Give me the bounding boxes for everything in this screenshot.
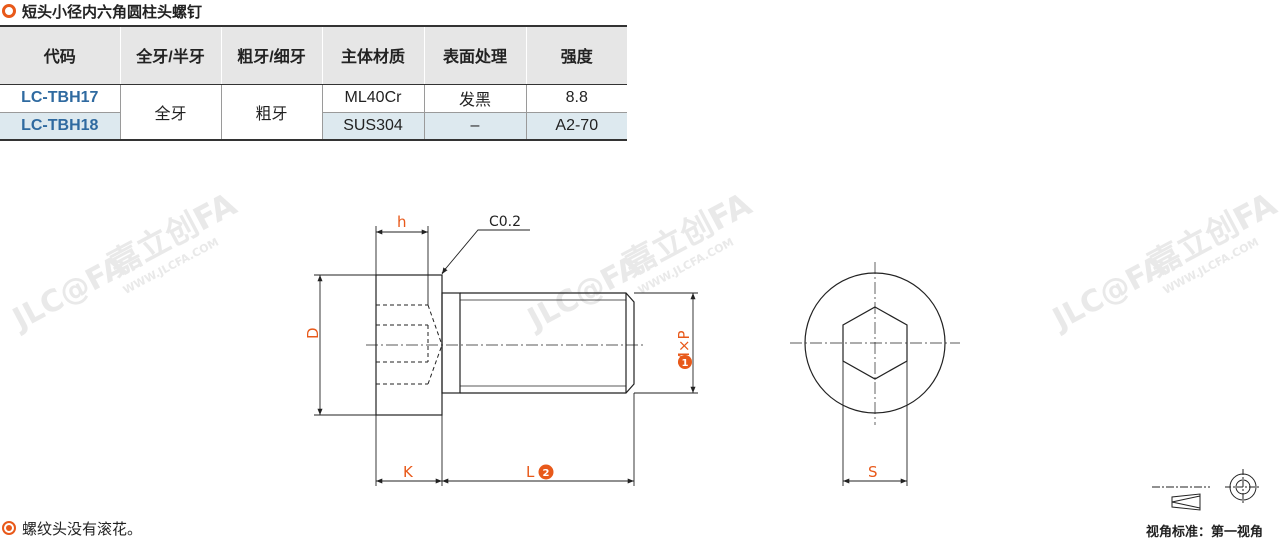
neck <box>441 292 461 394</box>
view-standard-label: 视角标准：第一视角 <box>1146 524 1264 539</box>
header-code: 代码 <box>0 25 121 85</box>
table-row: LC-TBH17 全牙 粗牙 ML40Cr 发黑 8.8 <box>0 84 627 141</box>
svg-text:2: 2 <box>543 468 550 479</box>
watermark-center: JLC@FA 嘉立创FA WWW.JLCFA.COM <box>521 185 758 338</box>
cell-material: SUS304 <box>322 112 425 141</box>
spec-table: 代码 全牙/半牙 粗牙/细牙 主体材质 表面处理 强度 LC-TBH17 全牙 … <box>0 25 627 141</box>
marker-1: 1 <box>678 355 692 369</box>
cell-thread-type: 全牙 <box>120 84 222 141</box>
screw-shank <box>460 292 635 394</box>
table-row: LC-TBH18 SUS304 – A2-70 <box>0 112 627 141</box>
section-title: 短头小径内六角圆柱头螺钉 <box>2 0 202 22</box>
dim-label-D: D <box>304 327 322 339</box>
dot-bullet-icon <box>2 521 16 535</box>
watermark-right: JLC@FA 嘉立创FA WWW.JLCFA.COM <box>1046 185 1283 338</box>
dim-label-L: L <box>526 463 535 481</box>
cell-strength: A2-70 <box>526 112 627 141</box>
watermark-left: JLC@FA 嘉立创FA WWW.JLCFA.COM <box>6 185 243 338</box>
dim-label-K: K <box>403 463 414 481</box>
ring-bullet-icon <box>2 4 16 18</box>
end-view <box>790 262 960 486</box>
cell-surface: – <box>424 112 527 141</box>
cell-material: ML40Cr <box>322 84 425 113</box>
footnote: 螺纹头没有滚花。 <box>2 518 142 538</box>
projection-symbol-icon <box>1152 469 1261 511</box>
table-header-row: 代码 全牙/半牙 粗牙/细牙 主体材质 表面处理 强度 <box>0 25 627 85</box>
header-strength: 强度 <box>526 25 627 85</box>
dim-label-S: S <box>868 463 878 481</box>
cell-pitch: 粗牙 <box>221 84 323 141</box>
cell-surface: 发黑 <box>424 84 527 113</box>
header-surface: 表面处理 <box>424 25 527 85</box>
chamfer-leader <box>441 229 530 274</box>
header-pitch: 粗牙/细牙 <box>221 25 323 85</box>
header-material: 主体材质 <box>322 25 425 85</box>
footnote-text: 螺纹头没有滚花。 <box>22 520 143 538</box>
header-thread-type: 全牙/半牙 <box>120 25 222 85</box>
cell-strength: 8.8 <box>526 84 627 113</box>
marker-2: 2 <box>538 464 554 480</box>
socket-hidden-lines <box>376 304 443 385</box>
chamfer-label: C0.2 <box>489 214 521 230</box>
section-title-text: 短头小径内六角圆柱头螺钉 <box>22 3 203 21</box>
cell-code[interactable]: LC-TBH17 <box>0 84 121 113</box>
side-view <box>366 274 646 416</box>
dim-label-h: h <box>397 213 407 231</box>
cell-code[interactable]: LC-TBH18 <box>0 112 121 141</box>
svg-text:1: 1 <box>682 358 689 369</box>
